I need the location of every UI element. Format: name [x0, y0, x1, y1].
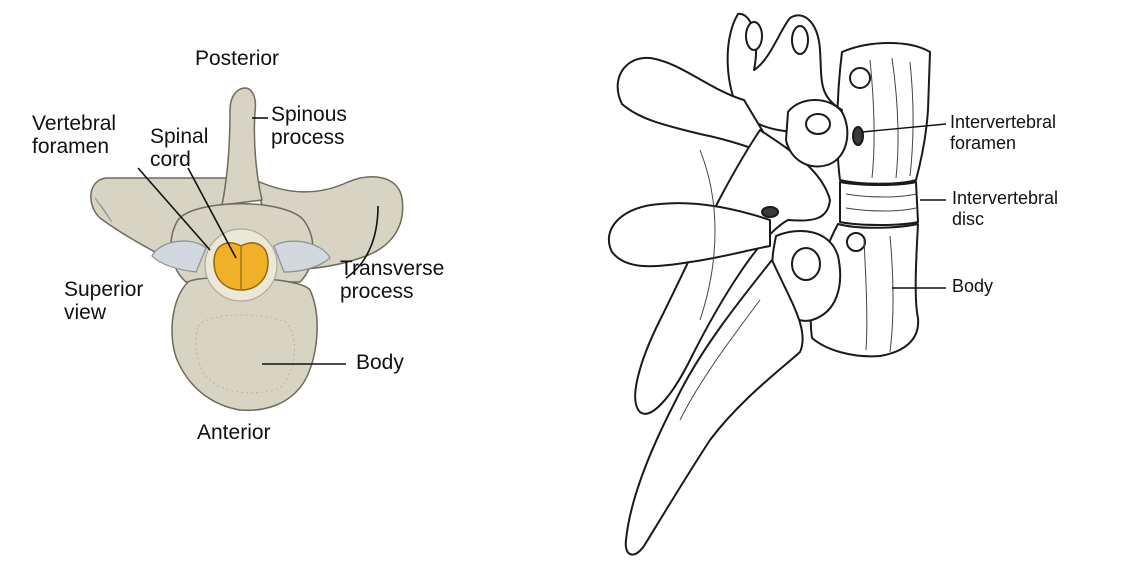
superior-view-vertebra: [90, 87, 404, 412]
label-lateral-body: Body: [952, 276, 994, 296]
lateral-view-texture: [679, 57, 917, 421]
facet-hollow: [805, 113, 831, 135]
lateral-view-leader-lines: [861, 123, 947, 289]
label-spinal-cord: Spinal cord: [150, 125, 209, 171]
label-spinous-process: Spinous process: [271, 103, 347, 149]
upper-vertebral-body: [836, 42, 931, 185]
superior-view-leader-lines: [137, 117, 379, 365]
label-superior-view: Superior view: [64, 278, 144, 324]
label-posterior: Posterior: [195, 47, 280, 70]
vertebral-body-shape: [171, 276, 318, 412]
upper-spinous-process: [634, 129, 831, 415]
lower-spinous-process: [624, 259, 804, 556]
leader-spinal-cord: [187, 167, 237, 259]
spinous-process-shape: [221, 87, 263, 206]
label-body: Body: [356, 351, 404, 374]
facet-hollow: [791, 247, 821, 281]
label-transverse-process: Transverse process: [340, 257, 445, 303]
foramen-gap: [761, 206, 779, 218]
intervertebral-disc-shape: [839, 181, 919, 226]
lower-transverse-process: [607, 202, 771, 268]
facet-hollow: [849, 67, 871, 89]
body-texture: [195, 314, 296, 394]
intervertebral-foramen-hole: [852, 126, 864, 146]
articular-facet: [94, 197, 113, 223]
label-intervertebral-disc: Intervertebral disc: [952, 188, 1059, 229]
upper-transverse-process: [616, 56, 781, 161]
articular-facet: [151, 240, 207, 273]
facet-hollow: [846, 232, 866, 252]
leader-transverse-process: [345, 205, 379, 279]
label-anterior: Anterior: [197, 421, 271, 444]
label-intervertebral-foramen: Intervertebral foramen: [950, 112, 1057, 153]
facet-hollow: [791, 25, 809, 55]
articular-facet: [273, 240, 331, 273]
lateral-view-vertebrae: [607, 12, 931, 556]
facet-hollow: [745, 21, 763, 51]
label-vertebral-foramen: Vertebral foramen: [32, 112, 117, 158]
leader-vertebral-foramen: [137, 167, 211, 251]
leader-intervertebral-foramen: [861, 123, 947, 133]
